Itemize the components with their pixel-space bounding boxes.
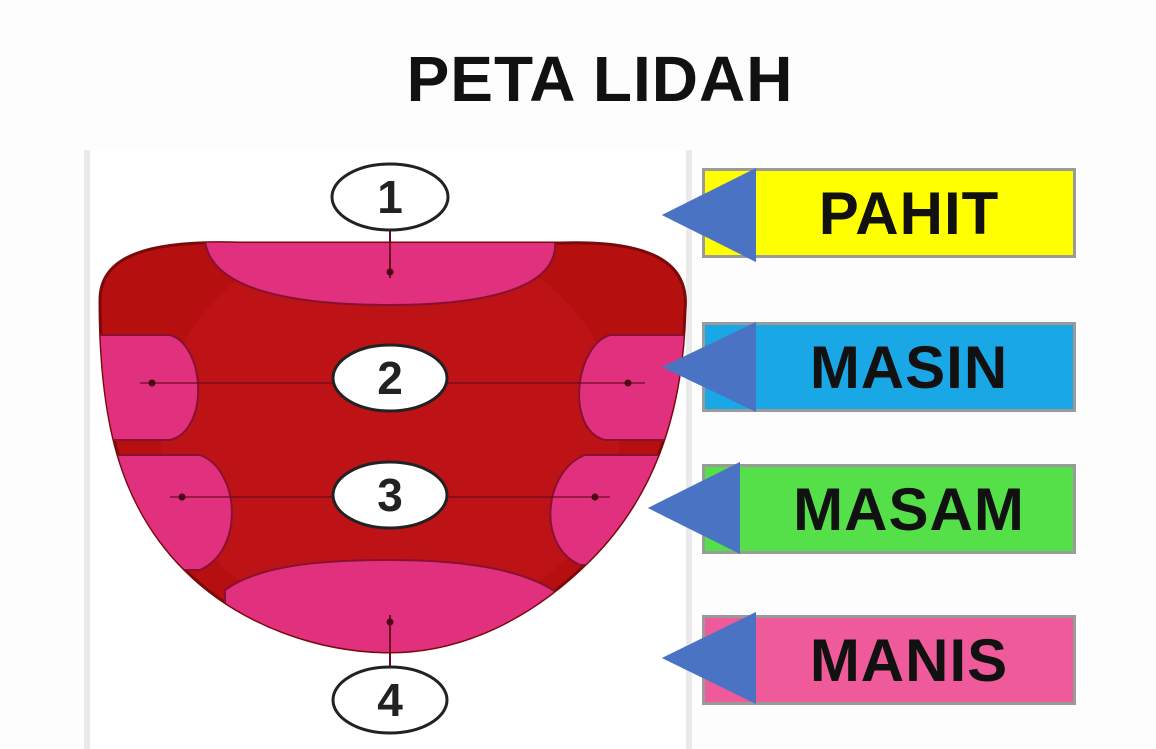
marker-3-number: 3: [377, 469, 403, 521]
label-box-pahit: PAHIT: [702, 168, 1076, 258]
marker-4-number: 4: [377, 674, 403, 726]
label-box-masin: MASIN: [702, 322, 1076, 412]
label-box-manis: MANIS: [702, 615, 1076, 705]
label-box-masam: MASAM: [702, 464, 1076, 554]
label-pahit: PAHIT: [818, 179, 1000, 247]
zone-bitter: [203, 242, 557, 307]
label-manis: MANIS: [809, 626, 1009, 694]
label-masin: MASIN: [809, 333, 1009, 401]
marker-2: 2: [331, 343, 449, 413]
zone-salty-right: [578, 334, 686, 441]
marker-4: 4: [331, 665, 449, 735]
marker-3: 3: [331, 460, 449, 530]
page-title: PETA LIDAH: [406, 43, 794, 115]
marker-2-number: 2: [377, 352, 403, 404]
zone-sour-left: [100, 454, 233, 571]
marker-1-number: 1: [377, 171, 403, 223]
marker-1: 1: [330, 162, 450, 232]
zone-salty-left: [100, 334, 200, 441]
label-masam: MASAM: [793, 475, 1025, 543]
